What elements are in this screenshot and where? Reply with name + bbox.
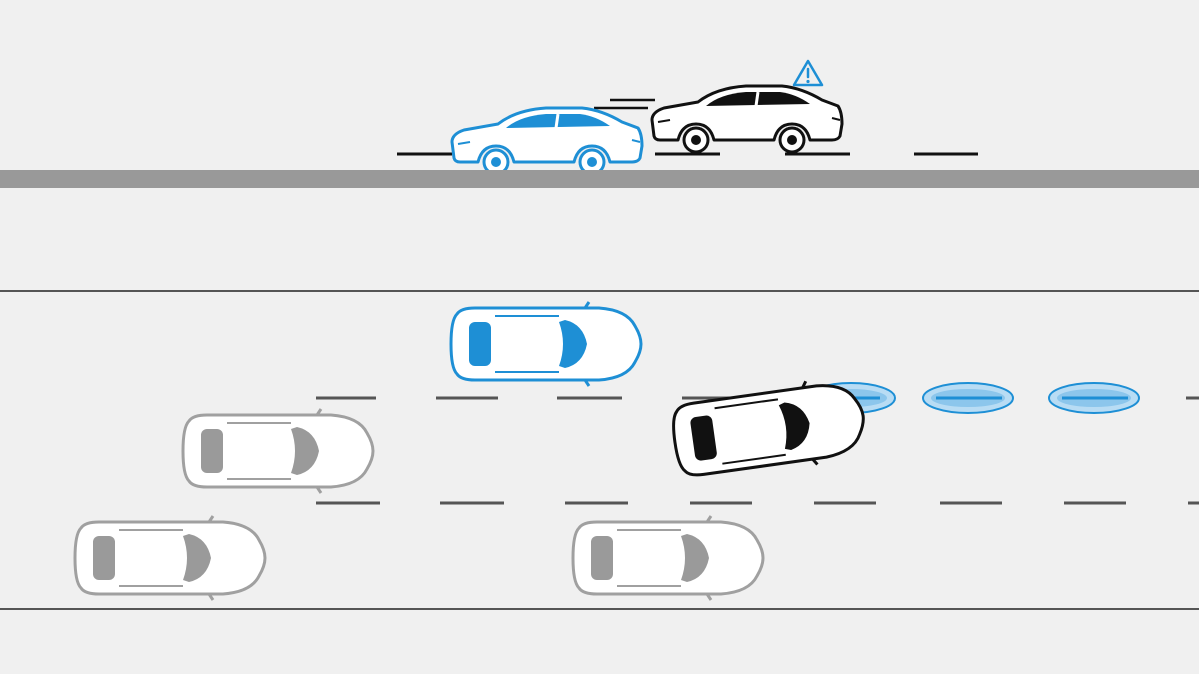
panel-divider [0,170,1199,188]
side-view-panel [397,59,978,176]
ego-car-top [449,300,643,388]
warning-triangle-icon [792,59,824,87]
approaching-car-side [650,84,844,154]
traffic-car [571,514,765,602]
traffic-car [181,407,375,495]
traffic-car [73,514,267,602]
ego-car-side [450,106,644,176]
merging-car-top [667,372,871,486]
speed-lines [594,98,655,110]
top-view-panel [0,290,1199,610]
